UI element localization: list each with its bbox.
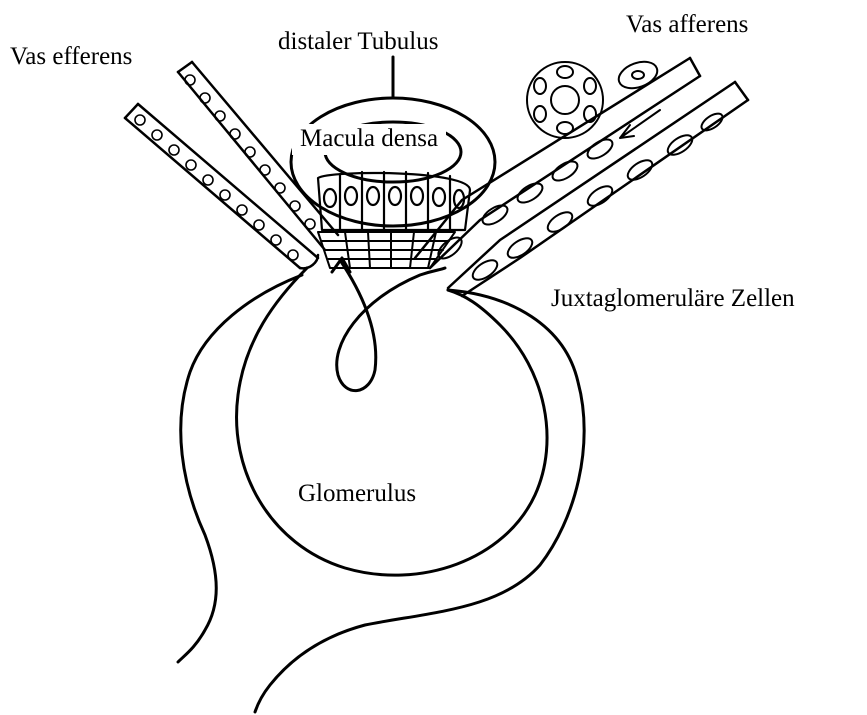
vessel-cross-section (527, 57, 661, 138)
label-distaler-tubulus: distaler Tubulus (278, 29, 438, 54)
bowman-capsule-outer (178, 275, 302, 662)
vas-efferens-vessel (125, 62, 338, 268)
label-macula-densa: Macula densa (292, 124, 446, 155)
label-vas-afferens: Vas afferens (626, 12, 748, 37)
distal-tubule-outer (291, 98, 495, 226)
label-vas-efferens: Vas efferens (10, 44, 132, 69)
label-juxtaglomerulaere-zellen: Juxtaglomeruläre Zellen (551, 286, 795, 311)
label-glomerulus: Glomerulus (298, 481, 416, 506)
loop-arrow (332, 258, 350, 272)
capillary-loop (337, 260, 445, 391)
glomerulus-capsule (237, 268, 548, 575)
vas-afferens-vessel (415, 58, 748, 296)
